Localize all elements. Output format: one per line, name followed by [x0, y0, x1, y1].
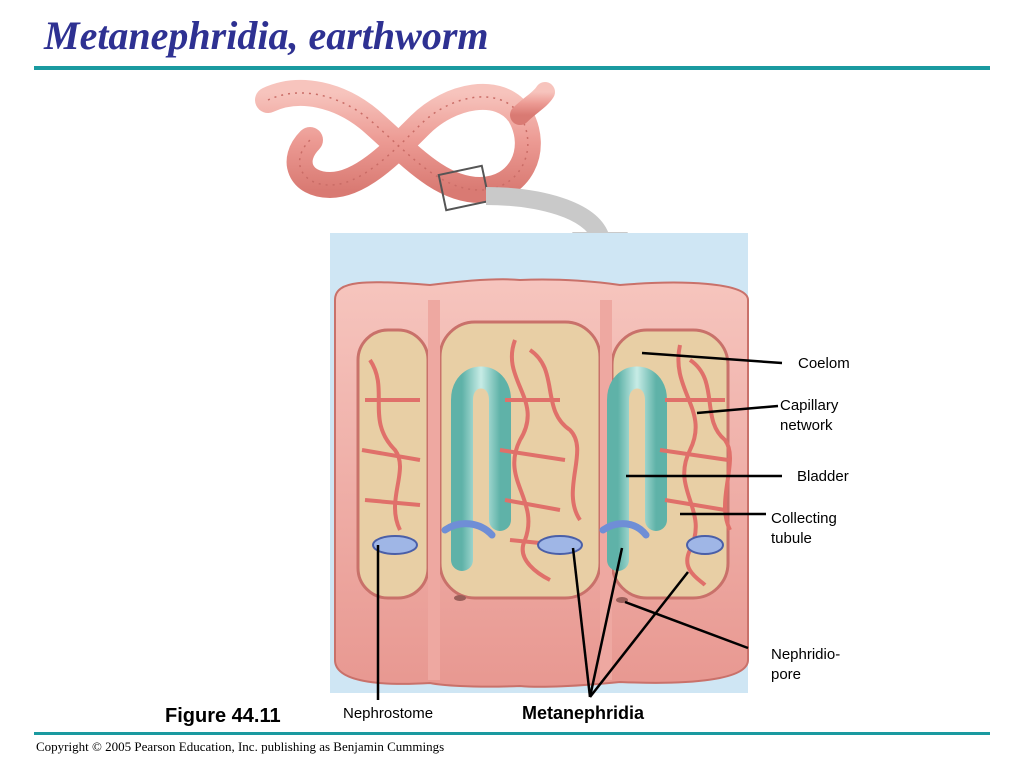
copyright-notice: Copyright © 2005 Pearson Education, Inc.…	[36, 739, 445, 754]
label-capillary-network-line1: Capillary	[780, 397, 839, 414]
label-collecting-tubule-line1: Collecting	[771, 510, 837, 527]
whole-earthworm	[255, 80, 555, 212]
label-collecting-tubule-line2: tubule	[771, 530, 812, 547]
zoom-box	[437, 164, 491, 212]
top-divider	[34, 66, 990, 70]
label-nephridiopore-line1: Nephridio-	[771, 646, 841, 663]
label-nephrostome: Nephrostome	[343, 705, 434, 722]
capillary-networks	[361, 339, 732, 587]
bottom-divider	[34, 732, 990, 735]
label-bladder: Bladder	[797, 468, 849, 485]
label-capillary-network-line2: network	[780, 417, 833, 434]
label-coelom: Coelom	[798, 355, 850, 372]
figure-label: Figure 44.11	[165, 705, 281, 727]
label-nephridiopore-line2: pore	[771, 666, 802, 683]
leader-lines	[376, 351, 783, 700]
nephrostomes	[372, 520, 724, 555]
label-metanephridia: Metanephridia	[522, 703, 645, 723]
zoom-arrow	[485, 187, 609, 241]
slide-title: Metanephridia, earthworm	[44, 13, 489, 58]
